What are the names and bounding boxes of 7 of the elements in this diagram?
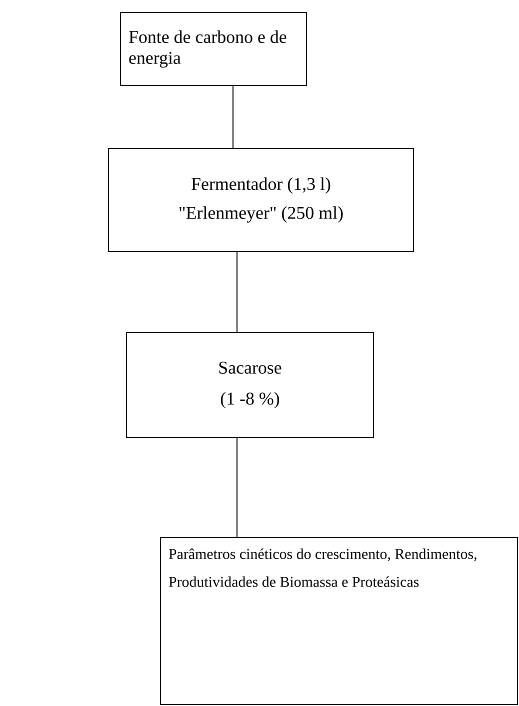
- process-box: Fonte de carbono e de energia: [120, 12, 307, 86]
- connector-line: [236, 438, 238, 538]
- process-box: Sacarose (1 -8 %): [126, 332, 374, 438]
- process-box: Parâmetros cinéticos do crescimento, Rendimentos, Produtividades de Biomassa e Proteásicas: [160, 537, 518, 705]
- connector-line: [236, 252, 238, 332]
- process-box: Fermentador (1,3 l) "Erlenmeyer" (250 ml): [108, 148, 414, 252]
- connector-line: [232, 86, 234, 148]
